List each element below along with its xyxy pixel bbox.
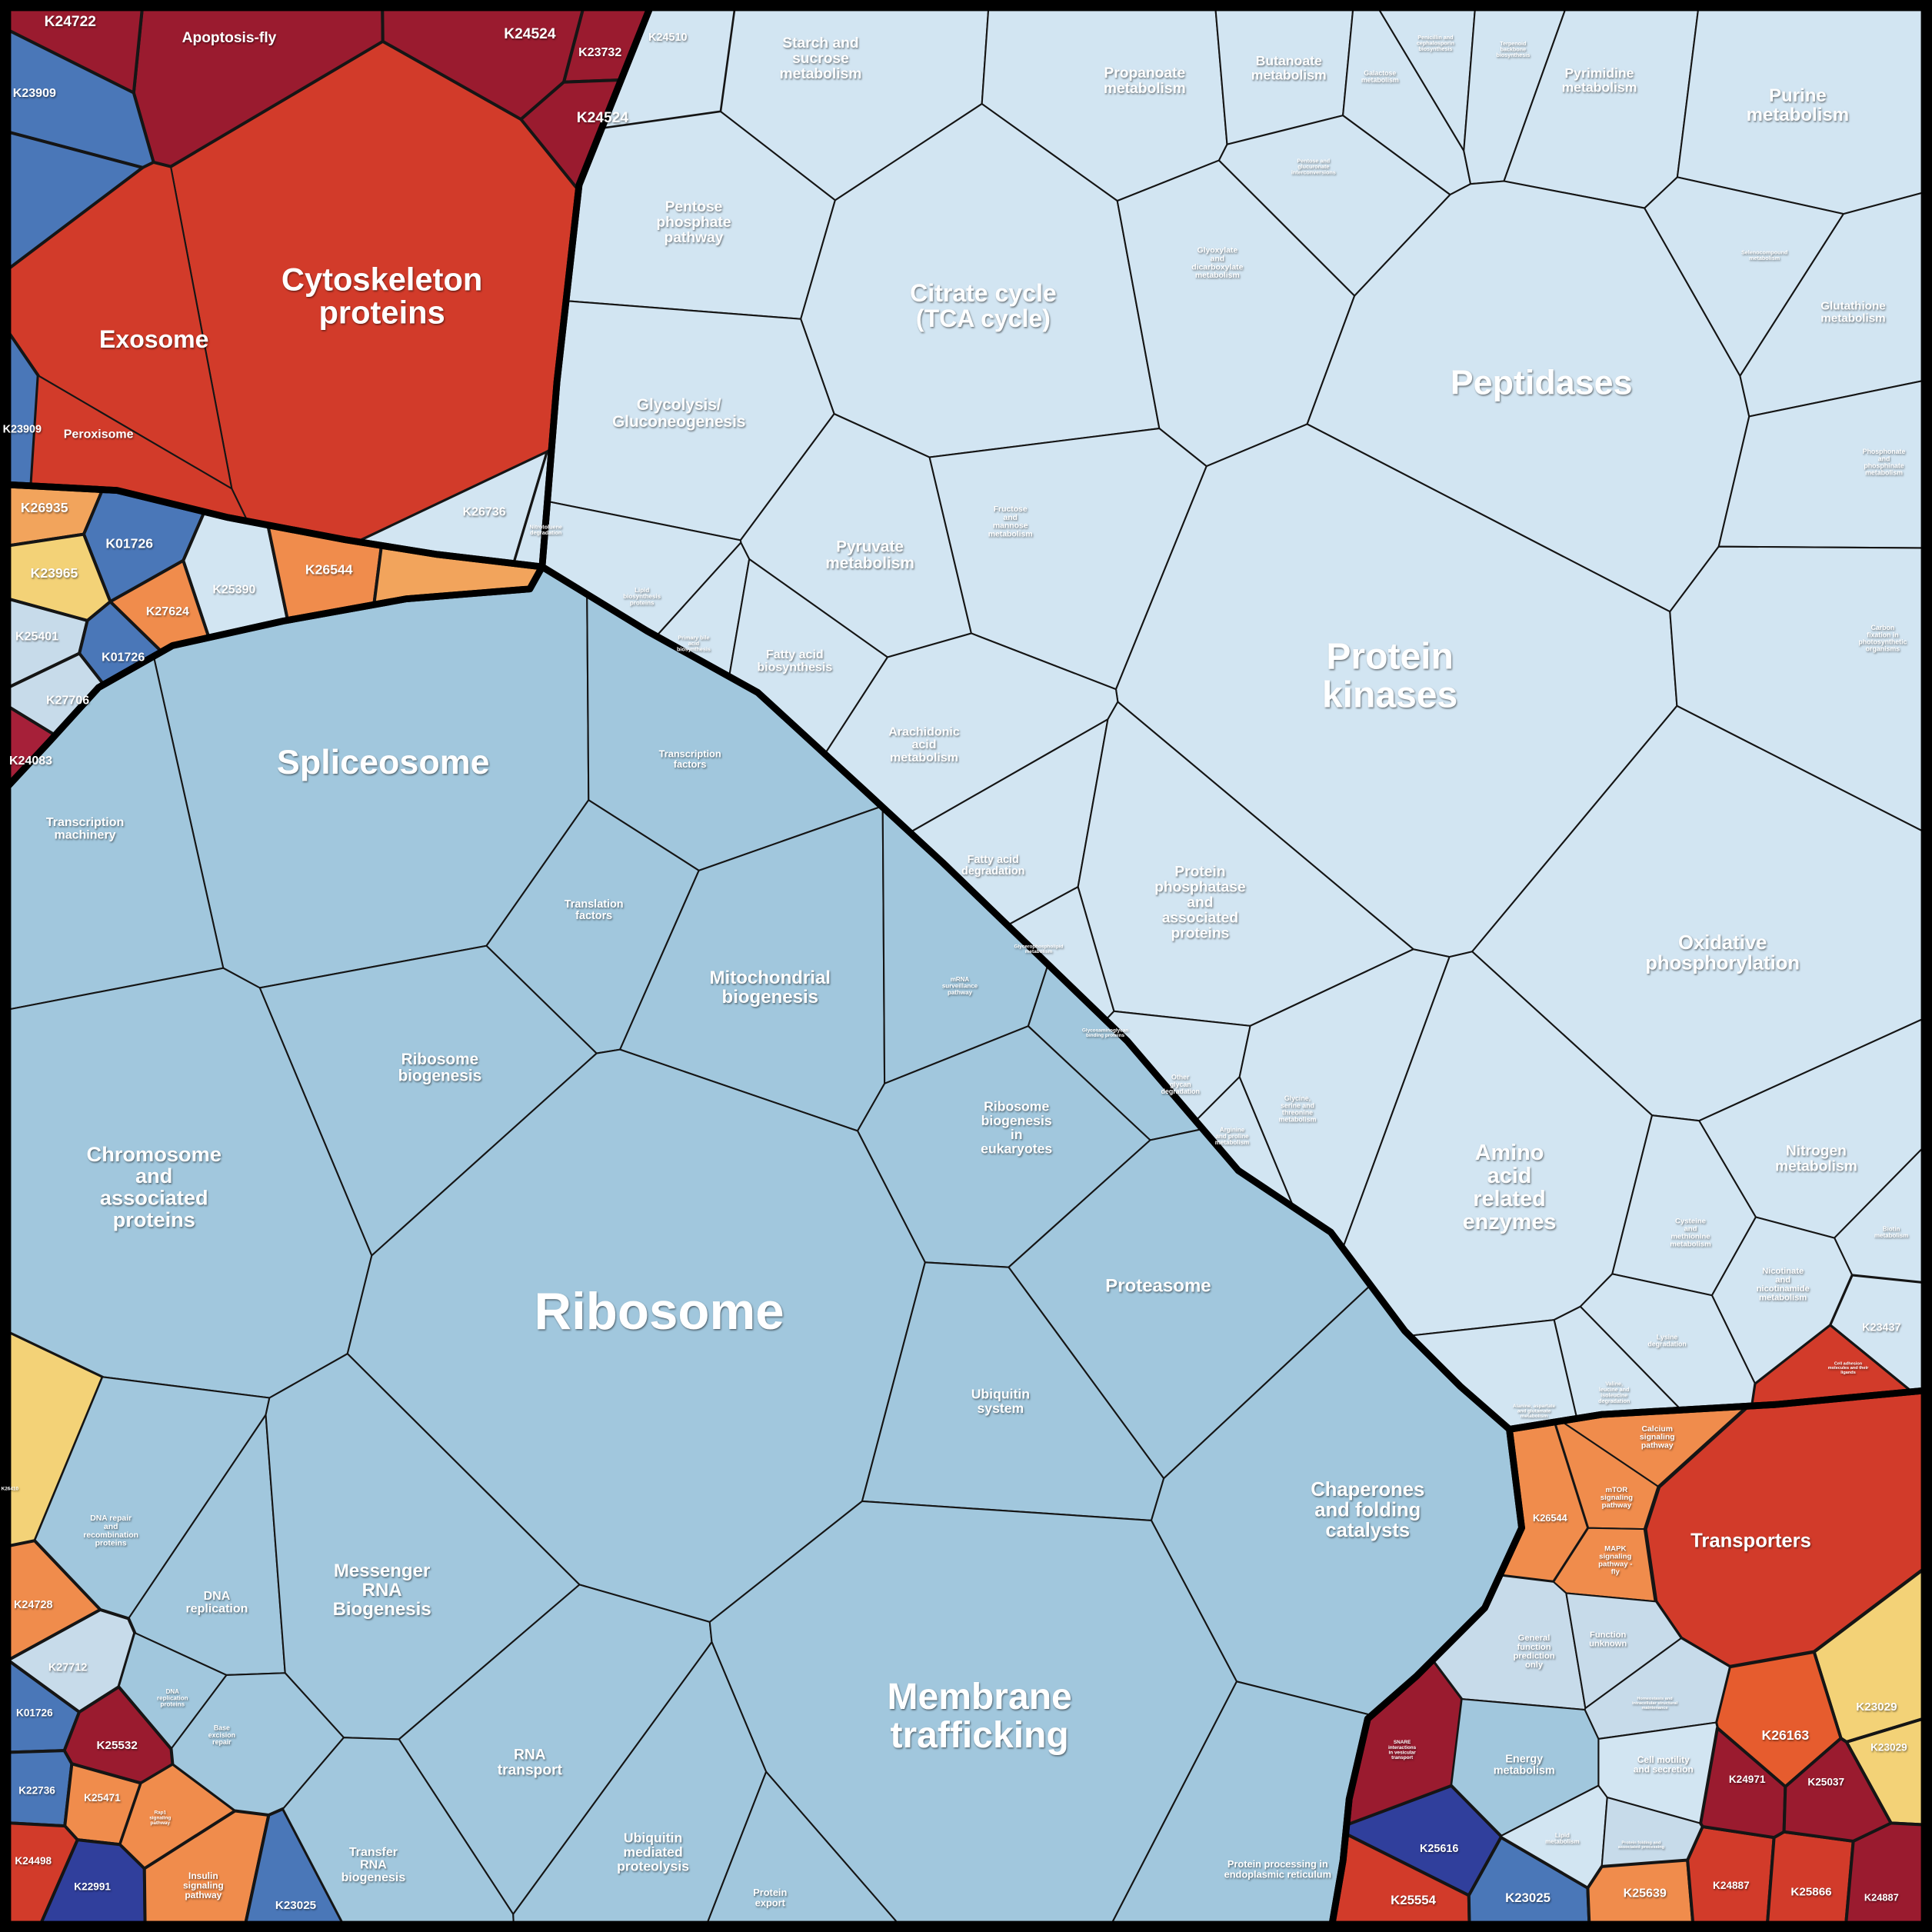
cell-k24887a[interactable] (1686, 1825, 1776, 1932)
cell-k25866[interactable] (1765, 1830, 1855, 1932)
cell-k25037[interactable] (1782, 1737, 1893, 1843)
cell-glutathione[interactable] (1739, 189, 1932, 418)
cell-k24887b[interactable] (1844, 1821, 1932, 1932)
cell-protein-export[interactable] (703, 1770, 907, 1932)
cell-unlab1[interactable] (0, 128, 145, 277)
cell-purine[interactable] (1676, 0, 1932, 215)
group-border-corner (1327, 1386, 1932, 1932)
cell-carbon-fixation[interactable] (1669, 545, 1932, 837)
